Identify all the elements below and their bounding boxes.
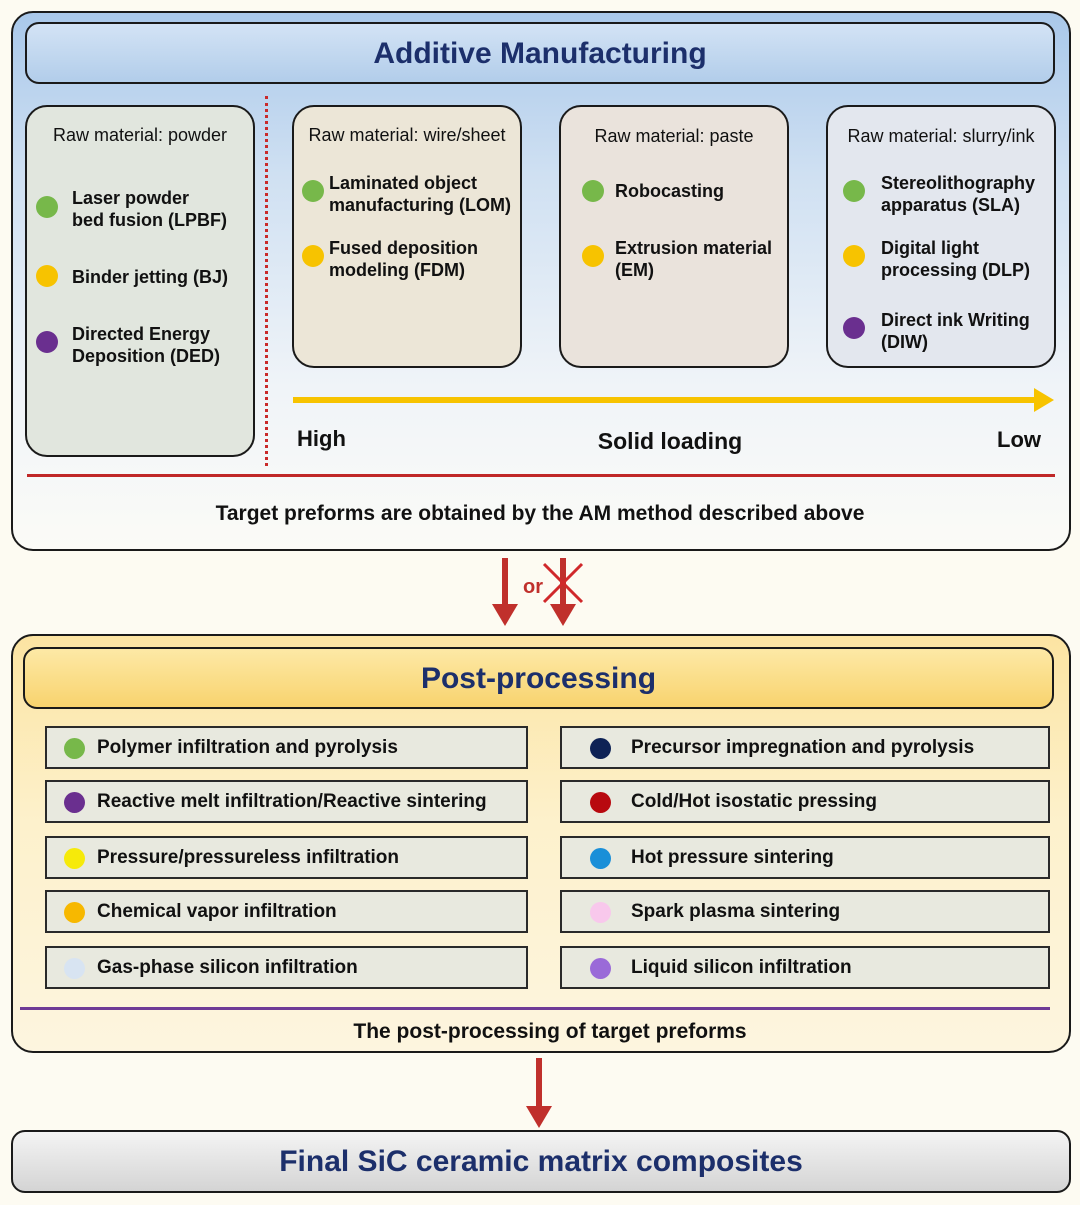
final-title: Final SiC ceramic matrix composites — [11, 1130, 1071, 1193]
bullet-dot — [843, 180, 865, 202]
connector-arrow-head — [492, 604, 518, 626]
bullet-dot — [843, 317, 865, 339]
group-title: Raw material: paste — [594, 126, 754, 146]
pp-method-box: Pressure/pressureless infiltration — [45, 836, 528, 879]
final-arrow-shaft — [536, 1058, 542, 1108]
bullet-dot — [64, 848, 85, 869]
pp-method-label: Cold/Hot isostatic pressing — [631, 791, 877, 812]
group-title: Raw material: wire/sheet — [308, 125, 506, 145]
pp-method-box: Gas-phase silicon infiltration — [45, 946, 528, 989]
pp-method-box: Reactive melt infiltration/Reactive sint… — [45, 780, 528, 823]
pp-method-label: Spark plasma sintering — [631, 901, 841, 922]
pp-method-label: Chemical vapor infiltration — [97, 901, 337, 922]
bullet-dot — [302, 245, 324, 267]
pp-method-box: Polymer infiltration and pyrolysis — [45, 726, 528, 769]
bullet-dot — [36, 196, 58, 218]
pp-caption: The post-processing of target preforms — [353, 1020, 747, 1043]
or-label: or — [523, 576, 543, 598]
group-title: Raw material: powder — [52, 125, 228, 145]
pp-method-label: Liquid silicon infiltration — [631, 957, 852, 978]
bullet-dot — [590, 848, 611, 869]
pp-method-label: Hot pressure sintering — [631, 847, 834, 868]
method-item: Extrusion material(EM) — [615, 238, 773, 280]
solid-loading-arrowhead — [1034, 388, 1054, 412]
pp-separator-line — [20, 1007, 1050, 1010]
solid-loading-arrow — [293, 397, 1035, 403]
pp-method-box: Precursor impregnation and pyrolysis — [560, 726, 1050, 769]
bullet-dot — [36, 331, 58, 353]
bullet-dot — [64, 792, 85, 813]
group-paste: Raw material: paste Robocasting Extrusio… — [559, 105, 789, 368]
bullet-dot — [302, 180, 324, 202]
axis-title: Solid loading — [597, 428, 743, 454]
am-title: Additive Manufacturing — [25, 22, 1055, 84]
bullet-dot — [64, 958, 85, 979]
bullet-dot — [582, 245, 604, 267]
pp-method-box: Cold/Hot isostatic pressing — [560, 780, 1050, 823]
method-item: Robocasting — [615, 181, 725, 201]
bullet-dot — [590, 792, 611, 813]
bullet-dot — [64, 738, 85, 759]
pp-method-label: Polymer infiltration and pyrolysis — [97, 737, 398, 758]
am-separator-line — [27, 474, 1055, 477]
group-slurry-ink: Raw material: slurry/ink Stereolithograp… — [826, 105, 1056, 368]
pp-method-box: Spark plasma sintering — [560, 890, 1050, 933]
group-divider — [265, 96, 268, 466]
pp-method-box: Hot pressure sintering — [560, 836, 1050, 879]
pp-method-label: Precursor impregnation and pyrolysis — [631, 737, 975, 758]
bullet-dot — [582, 180, 604, 202]
bullet-dot — [590, 902, 611, 923]
group-title: Raw material: slurry/ink — [847, 126, 1035, 146]
axis-high-label: High — [297, 426, 346, 451]
axis-low-label: Low — [997, 427, 1041, 452]
pp-method-label: Gas-phase silicon infiltration — [97, 957, 358, 978]
bullet-dot — [590, 958, 611, 979]
pp-method-label: Reactive melt infiltration/Reactive sint… — [97, 791, 487, 812]
bullet-dot — [590, 738, 611, 759]
am-caption: Target preforms are obtained by the AM m… — [215, 502, 865, 525]
pp-method-box: Liquid silicon infiltration — [560, 946, 1050, 989]
pp-method-box: Chemical vapor infiltration — [45, 890, 528, 933]
pp-method-label: Pressure/pressureless infiltration — [97, 847, 400, 868]
bullet-dot — [64, 902, 85, 923]
group-wire-sheet: Raw material: wire/sheet Laminated objec… — [292, 105, 522, 368]
bullet-dot — [36, 265, 58, 287]
connector-arrow-shaft — [502, 558, 508, 606]
method-item: Binder jetting (BJ) — [72, 267, 228, 287]
bullet-dot — [843, 245, 865, 267]
method-item: Direct ink Writing(DIW) — [881, 310, 1030, 352]
cross-mark-icon — [542, 562, 584, 604]
final-arrow-head — [526, 1106, 552, 1128]
alt-arrow-head — [550, 604, 576, 626]
pp-title: Post-processing — [23, 647, 1054, 709]
